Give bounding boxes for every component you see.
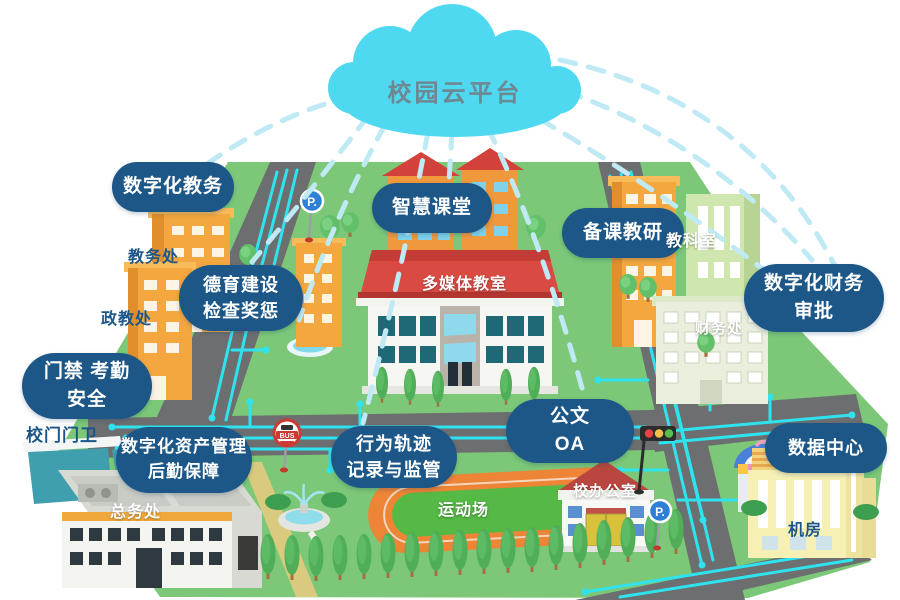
label-finance-office: 财务处: [695, 320, 744, 337]
bubble-label: 数据中心: [788, 437, 864, 458]
label-teaching-research-office: 教科室: [666, 233, 718, 250]
fountain-south: [265, 483, 347, 552]
traffic-light: [634, 426, 676, 495]
bubble-official-docs-oa: 公文 OA: [506, 399, 634, 463]
bubble-label: 德育建设: [203, 274, 279, 295]
bubble-label: 智慧课堂: [391, 197, 472, 219]
building-multimedia-classroom: [356, 250, 564, 394]
bus-stop-sign: BUS: [272, 418, 302, 473]
bubble-label: 备课教研: [582, 222, 663, 244]
cloud: [328, 4, 581, 137]
bubble-label: 公文: [549, 406, 590, 428]
label-school-office: 校办公室: [573, 483, 638, 500]
bubble-label: 审批: [793, 301, 834, 322]
bubble-label: 数字化资产管理: [121, 437, 247, 457]
label-server-room: 机房: [788, 522, 823, 539]
label-political-education-office: 政教处: [101, 311, 153, 328]
bubble-label: 行为轨迹: [356, 433, 432, 454]
bubble-behavior-tracking: 行为轨迹 记录与监管: [331, 426, 457, 488]
cloud-platform-title: 校园云平台: [387, 80, 523, 107]
label-general-affairs-office: 总务处: [110, 504, 162, 521]
bubble-lesson-preparation: 备课教研: [562, 208, 684, 258]
bubble-moral-education: 德育建设 检查奖惩: [179, 265, 303, 331]
bubble-label: OA: [554, 434, 586, 455]
bubble-access-control: 门禁 考勤 安全: [22, 353, 152, 419]
bubble-digital-academic: 数字化教务: [112, 162, 234, 212]
building-finance: [652, 296, 772, 404]
bubble-label: 检查奖惩: [203, 301, 279, 321]
bubble-label: 门禁 考勤: [43, 361, 131, 383]
footpath: [242, 462, 318, 597]
bus-sign-text: BUS: [280, 433, 295, 440]
parking-sign-text: P.: [655, 505, 665, 519]
bubble-asset-management: 数字化资产管理 后勤保障: [116, 427, 252, 493]
bubble-data-center: 数据中心: [765, 423, 887, 473]
bubble-label: 数字化财务: [763, 273, 864, 295]
bubble-label: 后勤保障: [148, 462, 220, 481]
label-sports-field: 运动场: [438, 502, 490, 519]
bubble-label: 安全: [66, 389, 107, 410]
bubble-label: 记录与监管: [346, 460, 442, 480]
bubble-smart-classroom: 智慧课堂: [372, 183, 492, 233]
bubble-digital-finance: 数字化财务 审批: [744, 264, 884, 332]
bubble-label: 数字化教务: [122, 176, 223, 198]
label-school-gate-guard: 校门门卫: [26, 426, 98, 445]
parking-sign-text: P.: [307, 195, 317, 209]
label-academic-affairs-office: 教务处: [128, 249, 180, 266]
parking-sign-south: P.: [647, 498, 673, 551]
label-multimedia-classroom: 多媒体教室: [422, 276, 508, 293]
